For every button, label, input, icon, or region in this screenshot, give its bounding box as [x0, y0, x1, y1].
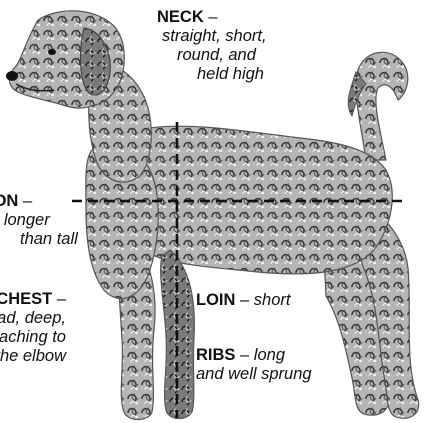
dog-eye — [48, 49, 56, 55]
chest-desc-line-2: eaching to — [0, 328, 66, 347]
proportion-term: RTION — [0, 192, 18, 210]
ribs-desc: long — [254, 346, 285, 364]
chest-annotation: CHEST – oad, deep, eaching to the elbow — [0, 290, 66, 366]
loin-term: LOIN — [196, 291, 235, 309]
neck-term: NECK — [157, 8, 204, 26]
neck-desc-line-1: straight, short, — [150, 27, 267, 46]
dog-nose — [6, 71, 18, 81]
ribs-desc-line-2: and well sprung — [196, 365, 312, 384]
neck-annotation: NECK – straight, short, round, and held … — [150, 8, 267, 84]
proportion-desc-line-1: y longer — [0, 211, 78, 230]
loin-dash: – — [240, 291, 249, 309]
proportion-dash: – — [23, 192, 32, 210]
dog-tail — [356, 52, 408, 160]
chest-term: CHEST — [0, 290, 52, 308]
neck-desc-line-2: round, and — [150, 46, 267, 65]
chest-desc-line-3: the elbow — [0, 347, 66, 366]
loin-desc: short — [254, 291, 291, 309]
chest-desc-line-1: oad, deep, — [0, 309, 66, 328]
proportion-annotation: RTION – y longer than tall — [0, 192, 78, 249]
chest-dash: – — [57, 290, 66, 308]
neck-desc-line-3: held high — [150, 65, 267, 84]
proportion-desc-line-2: than tall — [0, 230, 78, 249]
ribs-annotation: RIBS – long and well sprung — [196, 346, 312, 384]
ribs-term: RIBS — [196, 346, 235, 364]
ribs-dash: – — [240, 346, 249, 364]
loin-annotation: LOIN – short — [196, 291, 290, 310]
neck-dash: – — [208, 8, 217, 26]
